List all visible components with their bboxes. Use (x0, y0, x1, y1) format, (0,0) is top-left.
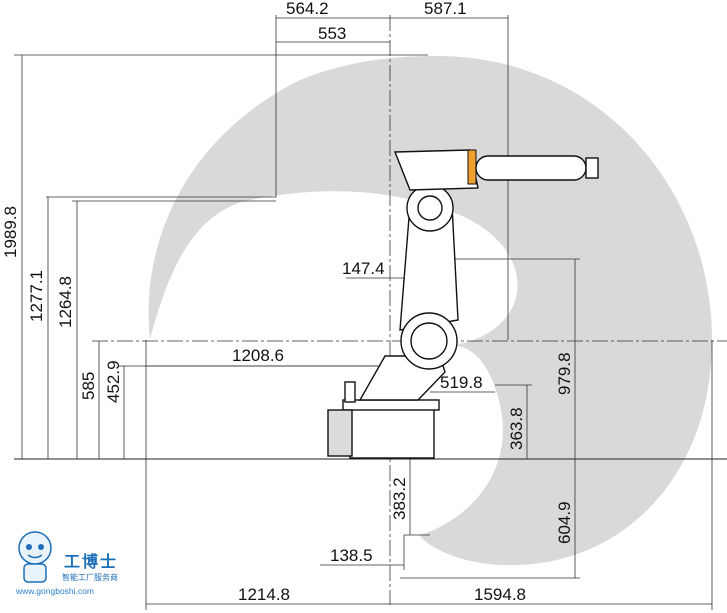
work-envelope-inner-cut (420, 345, 478, 460)
robot-tool-tip (585, 157, 599, 179)
robot-mascot-icon (18, 531, 52, 583)
robot-base (349, 407, 435, 459)
label-bottom-left: 1214.8 (238, 585, 290, 604)
label-height-total: 1989.8 (1, 206, 20, 258)
label-height-452: 452.9 (104, 360, 123, 403)
label-height-585: 585 (79, 372, 98, 400)
robot-upper-arm (393, 149, 479, 191)
label-offset-138: 138.5 (330, 546, 373, 565)
label-depth-604: 604.9 (555, 501, 574, 544)
label-top-inner: 553 (318, 24, 346, 43)
label-reach-1208: 1208.6 (232, 346, 284, 365)
robot-forearm (475, 155, 587, 181)
watermark-url: www.gongboshi.com (16, 586, 94, 596)
label-height-1277: 1277.1 (27, 270, 46, 322)
robot-elbow-inner (417, 195, 443, 221)
robot-motor-cap (344, 381, 356, 403)
label-height-363: 363.8 (507, 407, 526, 450)
watermark-subtitle: 智能工厂服务商 (62, 573, 118, 582)
watermark-logo: 工博士 智能工厂服务商 www.gongboshi.com (6, 528, 146, 608)
robot-shoulder-inner (410, 322, 448, 360)
label-offset-519: 519.8 (440, 373, 483, 392)
label-top-right: 587.1 (424, 0, 467, 18)
robot-base-plate (342, 399, 440, 411)
label-top-outer: 564.2 (286, 0, 329, 18)
watermark-title: 工博士 (64, 554, 119, 571)
envelope-step-outline (46, 15, 277, 198)
label-height-1264: 1264.8 (56, 276, 75, 328)
work-envelope-area (148, 55, 712, 566)
robot-wrist-flange (467, 149, 477, 185)
label-offset-147: 147.4 (342, 259, 385, 278)
robot-motor-left (327, 409, 353, 457)
label-depth-383: 383.2 (390, 477, 409, 520)
label-height-979: 979.8 (555, 352, 574, 395)
label-bottom-right: 1594.8 (474, 585, 526, 604)
